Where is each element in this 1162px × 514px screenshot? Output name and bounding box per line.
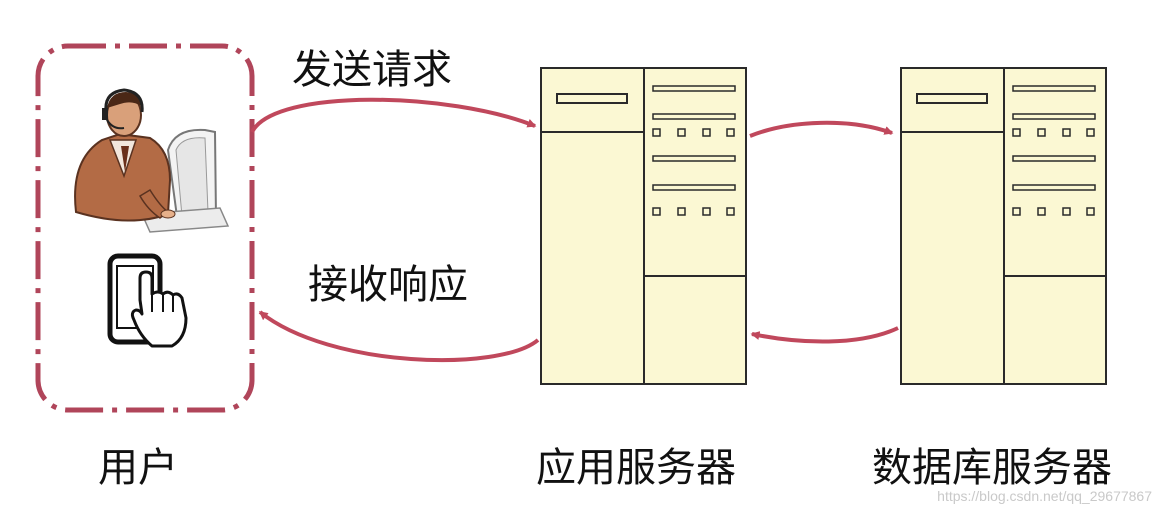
watermark-url: https://blog.csdn.net/qq_29677867 <box>937 488 1152 504</box>
send-request-label: 发送请求 <box>292 47 452 93</box>
app-server-icon <box>540 67 747 385</box>
receive-response-arrow <box>258 310 540 363</box>
app-server-label: 应用服务器 <box>536 445 736 491</box>
user-group-border <box>35 43 255 413</box>
app-to-db-arrow <box>749 120 894 138</box>
smartphone-touch-icon <box>107 253 188 348</box>
receive-response-label: 接收响应 <box>308 262 468 308</box>
db-server-label: 数据库服务器 <box>872 445 1112 491</box>
send-request-arrow <box>250 97 537 134</box>
db-server-icon <box>900 67 1107 385</box>
db-to-app-arrow <box>750 326 899 344</box>
person-at-computer-icon <box>74 88 230 233</box>
user-label: 用户 <box>98 445 178 491</box>
